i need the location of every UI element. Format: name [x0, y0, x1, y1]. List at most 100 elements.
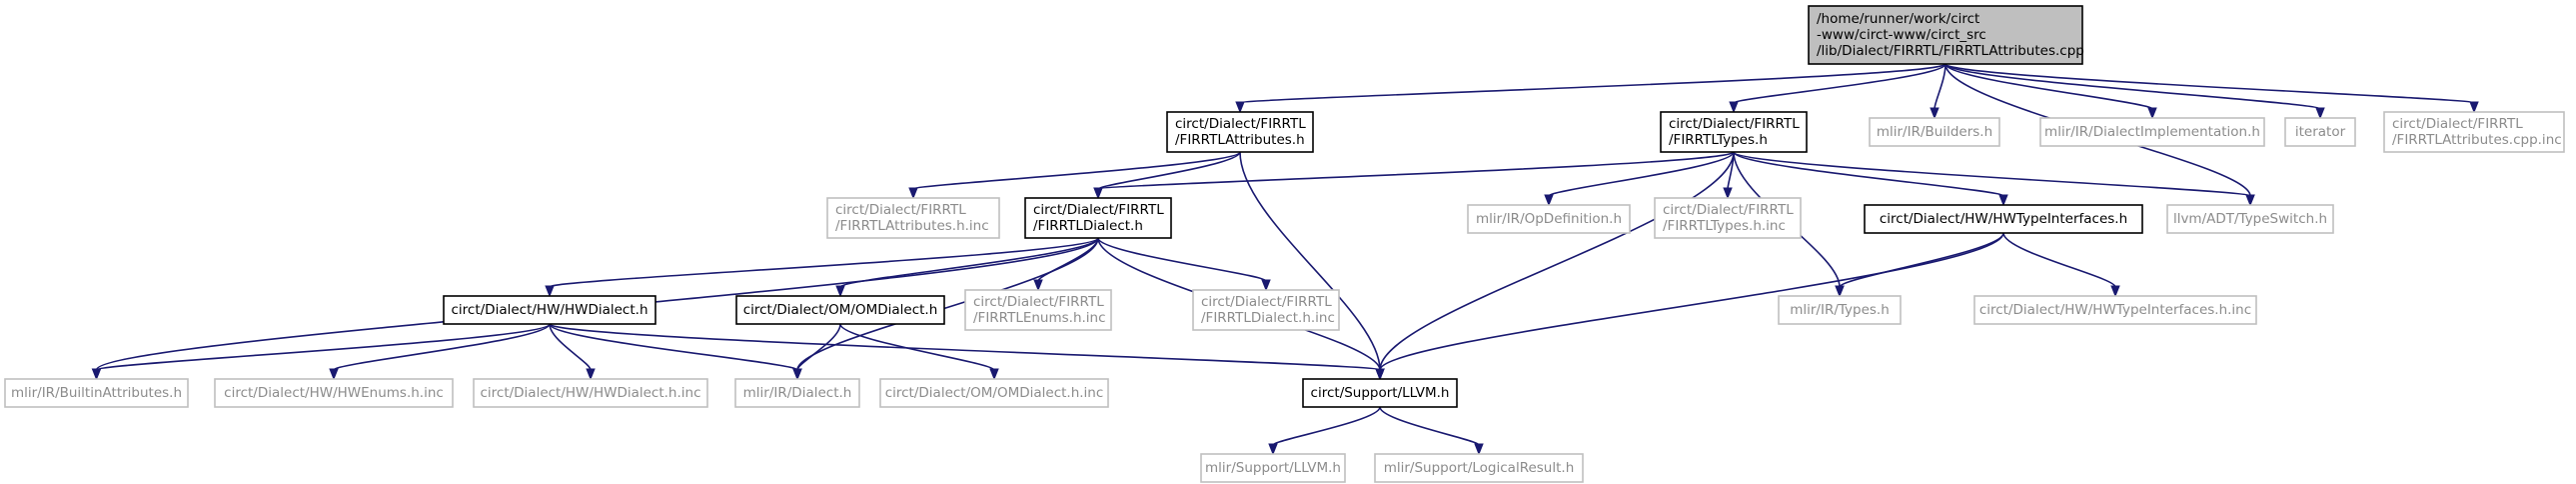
- node-box: [1864, 204, 2143, 234]
- edge-ftypes-h-to-typeswitch: [1733, 151, 2255, 207]
- node-label: mlir/Support/LLVM.h: [1205, 460, 1341, 476]
- edge-root-to-builders: [1930, 63, 1946, 120]
- edge-line: [1733, 63, 1946, 104]
- node-root[interactable]: /home/runner/work/circt-www/circt-www/ci…: [1808, 5, 2084, 65]
- edge-circtllvm-to-mlirllvm: [1268, 406, 1381, 456]
- node-box: [2039, 117, 2265, 147]
- edge-hwdialect-to-hwenums-inc: [329, 323, 551, 381]
- edge-fdialect-h-to-fdialect-inc: [1097, 237, 1271, 292]
- edge-line: [1944, 63, 2153, 110]
- node-label: circt/Dialect/FIRRTL: [973, 294, 1104, 310]
- node-omdialect-inc: circt/Dialect/OM/OMDialect.h.inc: [879, 378, 1109, 408]
- node-label: mlir/IR/Dialect.h: [743, 385, 852, 401]
- edge-line: [333, 323, 551, 371]
- edge-line: [912, 151, 1241, 190]
- arrowhead: [2469, 101, 2479, 114]
- edges-layer: [91, 63, 2479, 456]
- node-fattr-h[interactable]: circt/Dialect/FIRRTL/FIRRTLAttributes.h: [1166, 111, 1314, 153]
- node-box: [1374, 453, 1584, 483]
- node-fdialect-h[interactable]: circt/Dialect/FIRRTL/FIRRTLDialect.h: [1024, 197, 1172, 239]
- node-label: circt/Dialect/HW/HWTypeInterfaces.h: [1880, 211, 2127, 227]
- node-fattr-h-inc: circt/Dialect/FIRRTL/FIRRTLAttributes.h.…: [826, 197, 1000, 239]
- arrowhead: [1729, 101, 1739, 114]
- node-label: /FIRRTLAttributes.h: [1175, 132, 1305, 148]
- node-label: /FIRRTLEnums.h.inc: [973, 310, 1106, 326]
- node-label: circt/Dialect/FIRRTL: [1669, 116, 1800, 132]
- edge-line: [1379, 406, 1480, 446]
- arrowhead: [2315, 107, 2325, 120]
- node-box: [2284, 117, 2356, 147]
- edge-circtllvm-to-logres: [1379, 406, 1484, 456]
- edge-fdialect-h-to-omdialect: [835, 237, 1099, 298]
- node-mlirllvm: mlir/Support/LLVM.h: [1200, 453, 1346, 483]
- edge-root-to-ftypes-h: [1729, 63, 1946, 114]
- edge-omdialect-to-omdialect-inc: [839, 323, 999, 381]
- node-hwdialect[interactable]: circt/Dialect/HW/HWDialect.h: [443, 295, 656, 325]
- edge-line: [2002, 232, 2116, 288]
- node-label: /FIRRTLAttributes.h.inc: [835, 218, 989, 234]
- node-label: llvm/ADT/TypeSwitch.h: [2173, 211, 2327, 227]
- edge-line: [1733, 151, 2251, 197]
- edge-root-to-fattr-h: [1235, 63, 1946, 114]
- node-box: [2166, 204, 2334, 234]
- node-box: [1654, 197, 1802, 239]
- node-label: circt/Support/LLVM.h: [1311, 385, 1450, 401]
- edge-hwtypeif-to-types: [1835, 232, 2004, 298]
- edge-hwdialect-to-hwdialect-inc: [549, 323, 596, 381]
- node-box: [1166, 111, 1314, 153]
- node-omdialect[interactable]: circt/Dialect/OM/OMDialect.h: [735, 295, 945, 325]
- arrowhead: [1093, 187, 1103, 200]
- edge-line: [1239, 151, 1381, 371]
- edge-ftypes-h-to-circtllvm: [1375, 151, 1735, 381]
- edge-line: [839, 237, 1099, 288]
- node-box: [734, 378, 860, 408]
- node-box: [2383, 111, 2565, 153]
- node-label: /home/runner/work/circt: [1817, 11, 1979, 27]
- arrowhead: [1930, 107, 1939, 120]
- node-label: /FIRRTLDialect.h: [1033, 218, 1143, 234]
- node-ftypes-h-inc: circt/Dialect/FIRRTL/FIRRTLTypes.h.inc: [1654, 197, 1802, 239]
- node-circtllvm[interactable]: circt/Support/LLVM.h: [1302, 378, 1458, 408]
- node-typeswitch: llvm/ADT/TypeSwitch.h: [2166, 204, 2334, 234]
- edge-omdialect-to-mlirdialect: [792, 323, 841, 381]
- node-opdef: mlir/IR/OpDefinition.h: [1467, 204, 1631, 234]
- node-box: [964, 289, 1112, 331]
- node-box: [1467, 204, 1631, 234]
- arrowhead: [1375, 368, 1385, 381]
- node-box: [473, 378, 708, 408]
- edge-line: [1379, 232, 2004, 371]
- node-label: mlir/IR/DialectImplementation.h: [2044, 124, 2260, 140]
- node-builders: mlir/IR/Builders.h: [1869, 117, 2000, 147]
- node-types: mlir/IR/Types.h: [1778, 295, 1902, 325]
- node-label: circt/Dialect/FIRRTL: [835, 202, 966, 218]
- node-label: circt/Dialect/HW/HWDialect.h.inc: [480, 385, 700, 401]
- edge-line: [1548, 151, 1735, 197]
- arrowhead: [2245, 194, 2255, 207]
- arrowhead: [91, 368, 102, 381]
- node-label: /FIRRTLDialect.h.inc: [1201, 310, 1335, 326]
- nodes-layer: /home/runner/work/circt-www/circt-www/ci…: [4, 5, 2565, 483]
- node-ftypes-h[interactable]: circt/Dialect/FIRRTL/FIRRTLTypes.h: [1660, 111, 1808, 153]
- node-label: circt/Dialect/FIRRTL: [1175, 116, 1306, 132]
- node-hwtypeif[interactable]: circt/Dialect/HW/HWTypeInterfaces.h: [1864, 204, 2143, 234]
- node-hwdialect-inc: circt/Dialect/HW/HWDialect.h.inc: [473, 378, 708, 408]
- node-logres: mlir/Support/LogicalResult.h: [1374, 453, 1584, 483]
- edge-line: [1272, 406, 1381, 446]
- edge-ftypes-h-to-opdef: [1544, 151, 1735, 207]
- node-iterator: iterator: [2284, 117, 2356, 147]
- node-box: [1024, 197, 1172, 239]
- node-box: [879, 378, 1109, 408]
- node-label: -www/circt-www/circt_src: [1817, 27, 1986, 43]
- arrowhead: [1998, 194, 2008, 207]
- node-label: mlir/IR/OpDefinition.h: [1476, 211, 1622, 227]
- arrowhead: [2110, 285, 2120, 298]
- node-label: /FIRRTLTypes.h: [1669, 132, 1768, 148]
- edge-line: [1097, 151, 1735, 190]
- node-hwtypeif-inc: circt/Dialect/HW/HWTypeInterfaces.h.inc: [1973, 295, 2257, 325]
- arrowhead: [1544, 194, 1554, 207]
- node-mlirdialect: mlir/IR/Dialect.h: [734, 378, 860, 408]
- node-fattr-cpp-inc: circt/Dialect/FIRRTL/FIRRTLAttributes.cp…: [2383, 111, 2565, 153]
- edge-hwtypeif-to-circtllvm: [1375, 232, 2004, 381]
- edge-line: [1944, 63, 2475, 104]
